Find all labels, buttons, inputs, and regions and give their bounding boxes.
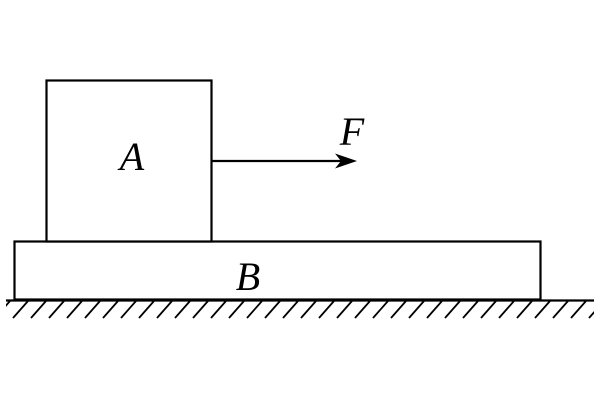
ground [6, 299, 594, 319]
hatch-mark [480, 300, 497, 319]
hatch-mark [282, 300, 299, 319]
hatch-mark [462, 300, 479, 319]
hatch-mark [30, 300, 47, 319]
block-b-label: B [236, 254, 260, 299]
ground-hatching [6, 300, 594, 319]
hatch-mark [192, 300, 209, 319]
force-label: F [339, 109, 365, 154]
hatch-mark [408, 300, 425, 319]
hatch-mark [246, 300, 263, 319]
hatch-mark [6, 300, 11, 307]
hatch-mark [570, 300, 587, 319]
block-b [13, 240, 542, 301]
block-a [45, 79, 213, 243]
hatch-mark [300, 300, 317, 319]
hatch-mark [516, 300, 533, 319]
hatch-mark [228, 300, 245, 319]
hatch-mark [444, 300, 461, 319]
hatch-mark [210, 300, 227, 319]
hatch-mark [552, 300, 569, 319]
hatch-mark [48, 300, 65, 319]
hatch-mark [336, 300, 353, 319]
block-a-label: A [117, 134, 145, 179]
hatch-mark [12, 300, 29, 319]
hatch-mark [390, 300, 407, 319]
hatch-mark [138, 300, 155, 319]
hatch-mark [534, 300, 551, 319]
hatch-mark [66, 300, 83, 319]
hatch-mark [354, 300, 371, 319]
hatch-mark [372, 300, 389, 319]
force-arrow [212, 153, 357, 169]
hatch-mark [588, 310, 594, 319]
hatch-mark [318, 300, 335, 319]
hatch-mark [174, 300, 191, 319]
hatch-mark [264, 300, 281, 319]
hatch-mark [102, 300, 119, 319]
hatch-mark [84, 300, 101, 319]
hatch-mark [120, 300, 137, 319]
hatch-mark [498, 300, 515, 319]
hatch-mark [156, 300, 173, 319]
hatch-mark [426, 300, 443, 319]
